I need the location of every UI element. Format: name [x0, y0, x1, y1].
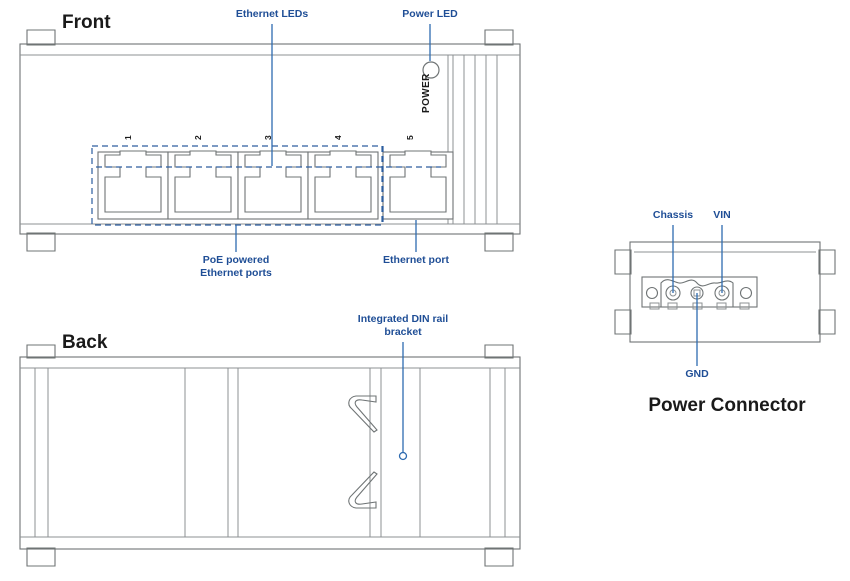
port-number-5: 5 [405, 135, 415, 140]
front-bottom-left-ear [26, 232, 56, 252]
callout-gnd-label: GND [685, 368, 709, 380]
pc-right-bottom-ear [818, 309, 836, 335]
back-bottom-right-ear [484, 547, 514, 567]
power-connector-body [629, 241, 821, 343]
back-panel-lines [34, 368, 506, 537]
callout-ethernet-port-label: Ethernet port [383, 254, 449, 266]
terminal-mount-hole-left [645, 286, 659, 300]
back-view-group: Back [19, 313, 521, 567]
back-top-left-ear [26, 344, 56, 359]
power-led-text: POWER [421, 73, 432, 113]
callout-din-rail-line2: bracket [384, 326, 422, 338]
back-chassis-body [19, 356, 521, 550]
terminal-mount-hole-right [739, 286, 753, 300]
back-view-title: Back [62, 332, 108, 353]
front-bottom-right-ear [484, 232, 514, 252]
port-number-2: 2 [193, 135, 203, 140]
ethernet-port-1[interactable] [97, 150, 169, 220]
pc-right-top-ear [818, 249, 836, 275]
callout-poe-ports-line2: Ethernet ports [200, 267, 272, 279]
back-top-right-ear [484, 344, 514, 359]
callout-din-rail-line1: Integrated DIN rail [358, 313, 449, 325]
port-number-1: 1 [123, 135, 133, 140]
callout-ethernet-leds-label: Ethernet LEDs [236, 8, 309, 20]
callout-power-led-label: Power LED [402, 8, 458, 20]
din-rail-bracket [348, 395, 378, 509]
front-view-group: Front POWE [19, 8, 521, 279]
callout-poe-ports-line1: PoE powered [203, 254, 270, 266]
front-top-left-ear [26, 29, 56, 46]
ethernet-port-3[interactable] [237, 150, 309, 220]
callout-vin-label: VIN [713, 209, 731, 221]
back-bottom-left-ear [26, 547, 56, 567]
front-top-right-ear [484, 29, 514, 46]
port-number-3: 3 [263, 135, 273, 140]
callout-chassis-label: Chassis [653, 209, 693, 221]
pc-left-top-ear [614, 249, 632, 275]
power-connector-view-group: Chassis VIN GND Power Connector [614, 209, 836, 416]
ethernet-port-4[interactable] [307, 150, 379, 220]
terminal-bottom-pins [649, 302, 750, 310]
ethernet-port-2[interactable] [167, 150, 239, 220]
front-chassis-body [19, 43, 521, 235]
pc-left-bottom-ear [614, 309, 632, 335]
power-connector-title: Power Connector [648, 395, 806, 416]
power-led-indicator [422, 61, 440, 79]
ethernet-port-5[interactable] [382, 150, 454, 220]
poe-ports-highlight-box [91, 145, 383, 226]
front-view-title: Front [62, 12, 111, 33]
front-vent-slots [447, 55, 498, 224]
port-number-4: 4 [333, 135, 343, 140]
callout-din-rail-endpoint [398, 451, 408, 461]
